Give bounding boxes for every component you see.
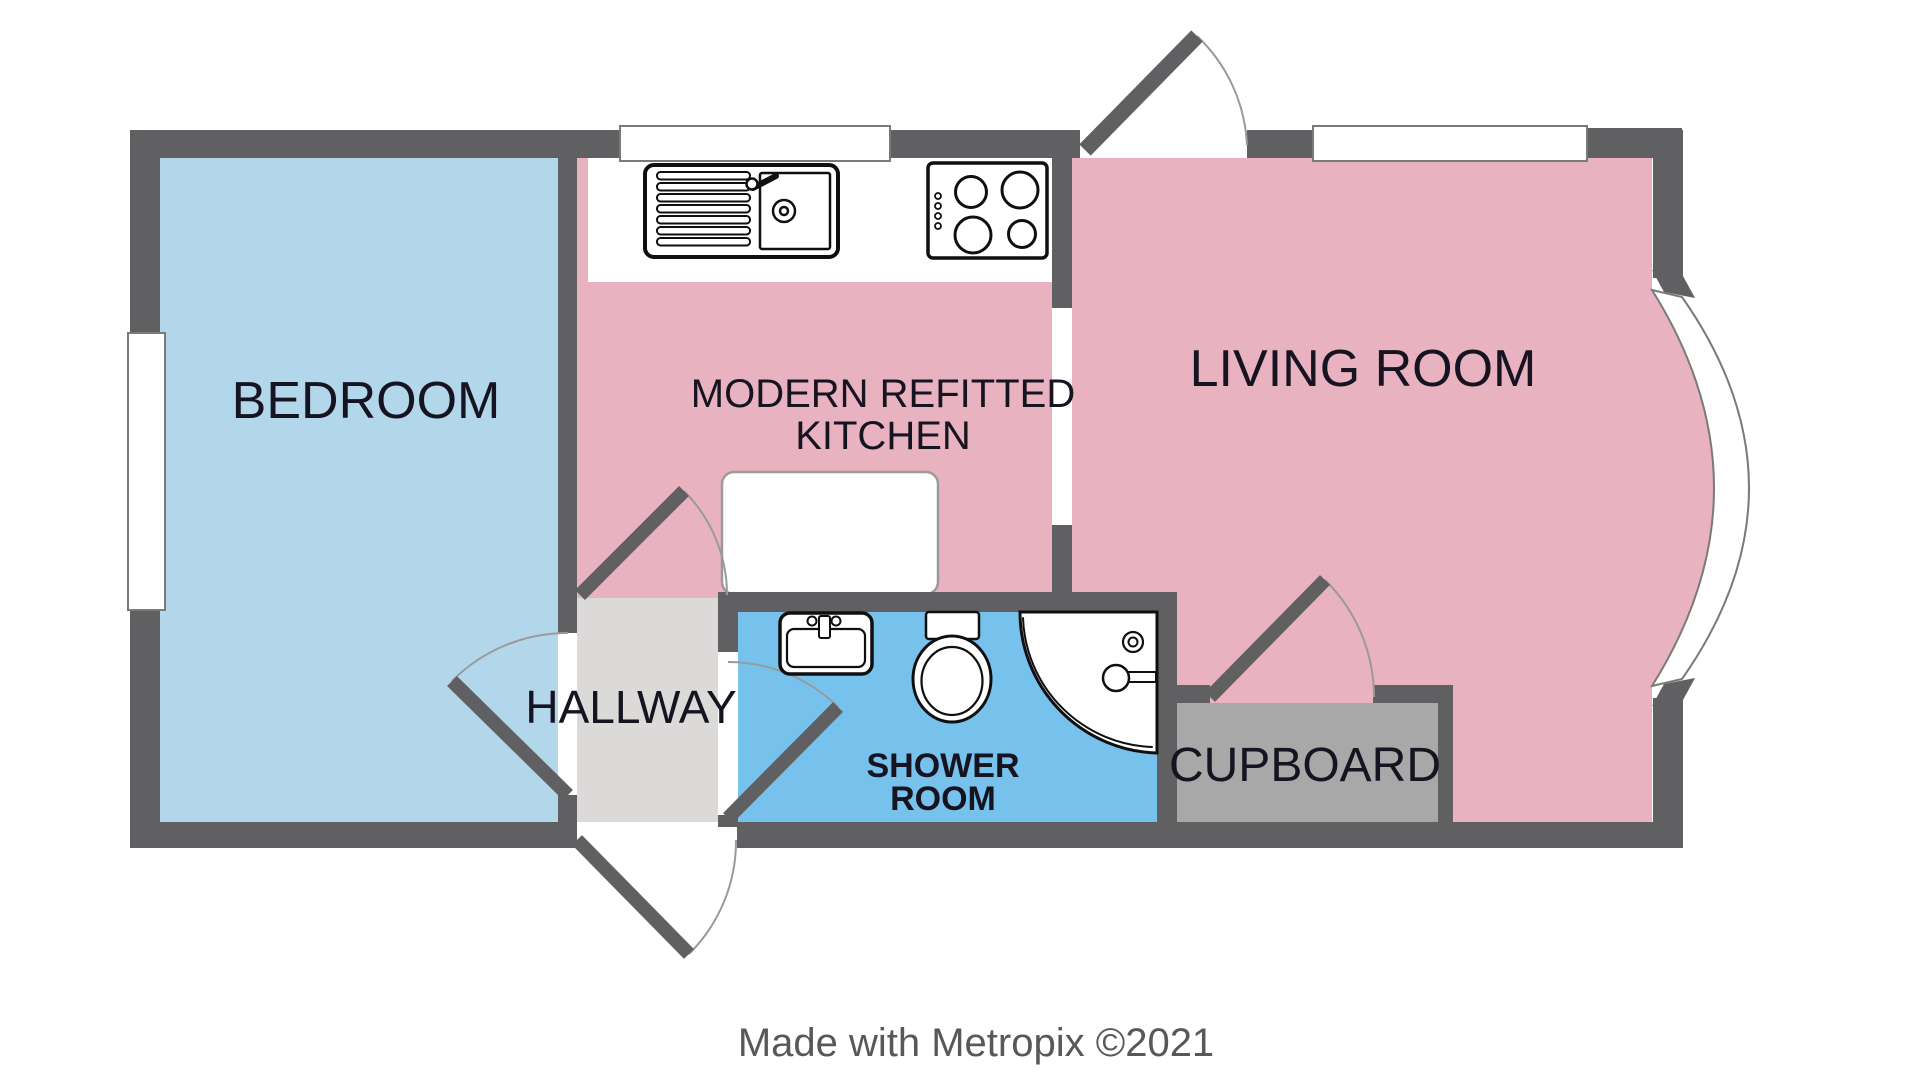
fixtures [643, 161, 1159, 755]
door-leaf [723, 702, 843, 823]
cupboard-door [1205, 575, 1376, 702]
living-room-label: LIVING ROOM [1190, 340, 1537, 398]
hallway-floor [577, 598, 718, 822]
bay-window [1649, 288, 1750, 688]
door-leaf [572, 835, 694, 959]
door-leaf [575, 486, 689, 600]
living-room-window [1312, 125, 1588, 162]
basin-icon [778, 611, 874, 676]
kitchen-label-line1: MODERN REFITTED [691, 372, 1075, 416]
hob-icon [926, 161, 1049, 260]
door-leaf [447, 676, 573, 800]
hallway-entrance-door [572, 835, 738, 959]
door-swing-arc [688, 839, 738, 955]
hallway-label: HALLWAY [525, 681, 736, 733]
toilet-icon [911, 610, 993, 724]
door-swing-arc [683, 490, 729, 596]
cupboard-label: CUPBOARD [1169, 739, 1441, 792]
kitchen-window [619, 125, 891, 162]
doors [447, 30, 1376, 959]
bedroom-window [127, 332, 166, 611]
bedroom-label: BEDROOM [232, 372, 501, 430]
living-room-entrance-door [1079, 30, 1248, 156]
windows [127, 125, 1588, 611]
door-swing-arc [1196, 35, 1248, 146]
door-leaf [1205, 575, 1330, 702]
bedroom-door [447, 631, 573, 800]
door-swing-arc [451, 631, 569, 682]
shower-room-label-line1: SHOWER [867, 747, 1020, 785]
kitchen-label-line2: KITCHEN [795, 414, 971, 458]
kitchen-door [575, 486, 729, 600]
caption: Made with Metropix ©2021 [738, 1021, 1214, 1065]
kitchen-unit [720, 470, 940, 596]
kitchen-sink-icon [643, 163, 840, 259]
walls [130, 128, 1695, 848]
door-swing-arc [1324, 579, 1376, 698]
room-labels: BEDROOM MODERN REFITTED KITCHEN LIVING R… [232, 340, 1537, 818]
cupboard-floor [1177, 703, 1438, 822]
corner-shower-icon [1018, 610, 1159, 755]
shower-room-label-line2: ROOM [890, 780, 996, 818]
living-room-floor [1072, 158, 1714, 822]
door-leaf [1079, 30, 1203, 156]
